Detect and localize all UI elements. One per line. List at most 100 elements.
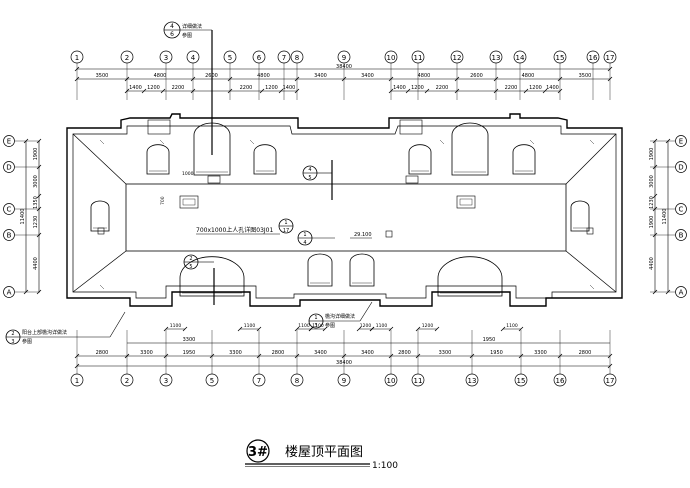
bottom-ref-den: 3 [314,323,317,329]
axis-bubble-bottom [553,373,567,387]
dim-top-row2: 1400 [546,85,559,91]
axis-label-bottom: 1 [75,377,79,385]
roof-opening [586,227,594,235]
ref-1-17-num: 1 [284,220,287,226]
dim-vertical: 1900 [33,148,39,161]
axis-label-left: A [7,289,12,297]
elevation-label: 29.100 [354,232,372,238]
axis-bubble-bottom [70,373,84,387]
slope-arrow [99,139,105,145]
roof-notch [147,119,171,135]
axis-bubble-top [277,50,291,64]
axis-bubble-left [3,135,15,147]
axis-label-bottom: 3 [164,377,168,385]
dim-bottom-total: 38400 [336,360,352,366]
slope-arrow [249,139,255,145]
axis-bubble-top [186,50,200,64]
axis-label-bottom: 5 [210,377,214,385]
slope-arrow [589,284,595,290]
grid-lines [15,63,675,374]
axis-label-top: 9 [342,54,346,62]
slope-arrow [589,139,595,145]
top-ref-num: 4 [170,23,174,30]
roof-opening [207,175,221,184]
axis-label-top: 15 [556,54,565,62]
axis-bubble-right [675,203,687,215]
left-ref-text2: 参图 [22,338,32,345]
gutter-line [72,125,617,299]
hip-line [565,133,617,185]
hatch-note: 700x1000上人孔详图03J01 [196,226,273,234]
axis-bubble-right [675,286,687,298]
dim-vertical: 1230 [649,196,655,209]
top-detail-callout: 4 6 详细做法 参图 [163,21,213,155]
axis-bubble-left [3,161,15,173]
axis-label-right: D [678,164,683,172]
dim-top-row2: 1200 [147,85,160,91]
axis-bubble-top [252,50,266,64]
left-ref-text1: 阳台上部檐沟详做法 [22,329,67,336]
ref-2-5-num: 2 [189,256,192,262]
axis-label-right: B [679,232,684,240]
dim-vertical: 1230 [33,216,39,229]
dormer-window [437,256,503,297]
slope-arrow [439,139,445,145]
bottom-detail-callout: 1 3 檐沟详细做法 参图 [308,301,373,329]
axis-bubble-top [553,50,567,64]
dim-top-row1: 3400 [361,73,374,79]
dim-top-row2: 1200 [265,85,278,91]
dim-bottom-mid: 3300 [183,337,196,343]
axis-label-top: 16 [589,54,598,62]
axis-bubble-bottom [411,373,425,387]
dormer-window [512,144,536,175]
dim-top-row2: 2200 [240,85,253,91]
roof-opening [405,175,419,184]
dim-top-row1: 3500 [579,73,592,79]
roof-opening-inner [182,198,196,206]
ref-2-5-den: 5 [189,264,192,270]
ref-1-17-den: 17 [283,228,289,234]
dim-top-row2: 2200 [436,85,449,91]
axis-bubble-top [290,50,304,64]
dim-vertical: 4400 [649,257,655,270]
ref-1-17: 1 17 [278,218,294,234]
axis-bubble-top [586,50,600,64]
axis-label-top: 5 [228,54,232,62]
axis-label-left: D [6,164,11,172]
axis-label-bottom: 16 [556,377,565,385]
title-scale: 1:100 [372,461,398,471]
building-outline [66,113,623,307]
dim-bottom-row1: 3300 [439,350,452,356]
axis-label-bottom: 15 [517,377,526,385]
ref-4-5: 4 5 [302,160,333,200]
ref-2-5: 2 5 [183,254,215,305]
hip-line [72,133,127,185]
axis-label-right: A [679,289,684,297]
axis-label-left: B [7,232,12,240]
dim-vertical: 1900 [649,216,655,229]
top-ref-text1: 详细做法 [182,23,202,30]
axis-bubble-top [489,50,503,64]
axis-bubble-bottom [514,373,528,387]
axis-bubble-top [70,50,84,64]
dim-vertical: 4400 [33,257,39,270]
hip-line [72,250,127,293]
axis-label-left: E [7,138,11,146]
axis-bubble-left [3,286,15,298]
dim-top-row2: 1400 [393,85,406,91]
axis-bubble-top [450,50,464,64]
hip-line [565,250,617,293]
slope-arrow [529,139,535,145]
axis-bubble-bottom [205,373,219,387]
roof-opening [97,227,105,235]
axis-bubble-top [513,50,527,64]
dim-top-row2: 1400 [129,85,142,91]
ref-1-4: 1 4 [297,230,335,246]
roof-notch [399,119,423,135]
dormer-window [193,122,231,176]
dormer-window [179,256,245,297]
axis-label-bottom: 10 [387,377,396,385]
dim-bottom-row1: 3400 [361,350,374,356]
axis-bubble-top [120,50,134,64]
